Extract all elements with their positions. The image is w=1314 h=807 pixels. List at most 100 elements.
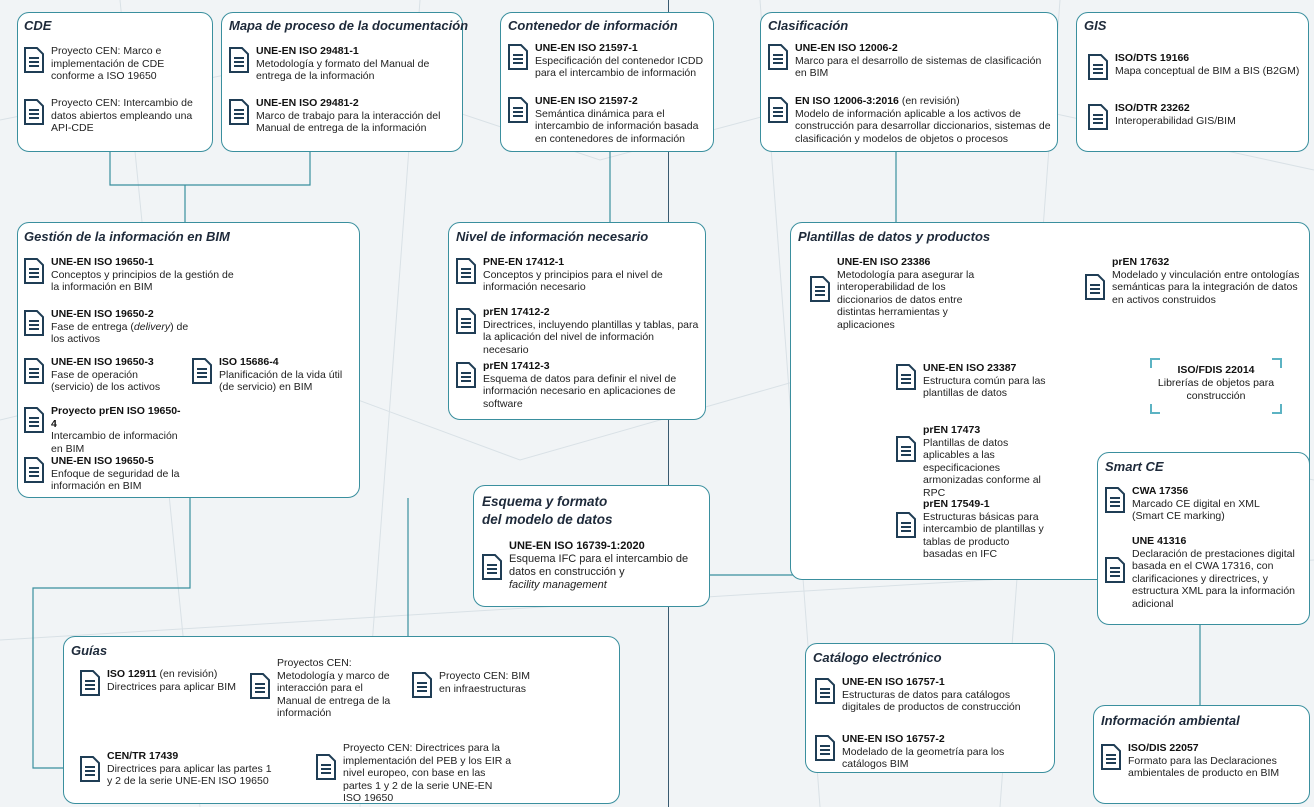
contenedor-item-2-code: UNE-EN ISO 21597-2 bbox=[535, 95, 638, 107]
document-icon bbox=[1105, 487, 1125, 513]
gestion-title: Gestión de la información en BIM bbox=[24, 229, 230, 244]
mapa-item-1-code: UNE-EN ISO 29481-1 bbox=[256, 45, 359, 57]
cde-title: CDE bbox=[24, 18, 52, 33]
document-icon bbox=[316, 754, 336, 780]
catalogo-item-1-code: UNE-EN ISO 16757-1 bbox=[842, 676, 945, 688]
ambiental-title: Información ambiental bbox=[1101, 713, 1240, 728]
gis-item-1-text: Mapa conceptual de BIM a BIS (B2GM) bbox=[1115, 64, 1300, 77]
plantillas-item-3-code: UNE-EN ISO 23387 bbox=[923, 362, 1017, 374]
catalogo-box bbox=[805, 643, 1055, 773]
cde-item-2-text: Proyecto CEN: Intercambio de datos abier… bbox=[51, 97, 193, 134]
cde-item-1-text: Proyecto CEN: Marco e implementación de … bbox=[51, 45, 165, 82]
document-icon bbox=[896, 512, 916, 538]
document-icon bbox=[815, 735, 835, 761]
document-icon bbox=[768, 44, 788, 70]
gestion-box bbox=[17, 222, 360, 498]
nivel-box bbox=[448, 222, 706, 420]
ambiental-item-1-code: ISO/DIS 22057 bbox=[1128, 742, 1199, 754]
document-icon bbox=[508, 44, 528, 70]
catalogo-item-2-text: Modelado de la geometría para los catálo… bbox=[842, 745, 1005, 771]
document-icon bbox=[24, 407, 44, 433]
mapa-item-2-text: Marco de trabajo para la interacción del… bbox=[256, 109, 441, 135]
gestion-item-3-code: UNE-EN ISO 19650-3 bbox=[51, 356, 154, 368]
smartce-item-1-code: CWA 17356 bbox=[1132, 485, 1189, 497]
document-icon bbox=[24, 47, 44, 73]
esquema-title-1: Esquema y formato bbox=[482, 494, 608, 509]
plantillas-item-5-code: prEN 17549-1 bbox=[923, 498, 990, 510]
gestion-item-5-code: UNE-EN ISO 19650-5 bbox=[51, 455, 154, 467]
nivel-item-1-text: Conceptos y principios para el nivel de … bbox=[483, 268, 663, 294]
plantillas-item-2-text: Modelado y vinculación entre ontologías … bbox=[1112, 268, 1300, 306]
document-icon bbox=[80, 756, 100, 782]
gestion-item-2-text-a: Fase de entrega ( bbox=[51, 320, 134, 333]
plantillas-item-2-code: prEN 17632 bbox=[1112, 256, 1170, 268]
document-icon bbox=[815, 678, 835, 704]
document-icon bbox=[508, 97, 528, 123]
document-icon bbox=[1088, 54, 1108, 80]
mapa-item-1-text: Metodología y formato del Manual de entr… bbox=[256, 57, 430, 83]
catalogo-item-2-code: UNE-EN ISO 16757-2 bbox=[842, 733, 945, 745]
gestion-item-2-text-b: ) de los activos bbox=[51, 320, 189, 346]
cde-item-2: Proyecto CEN: Intercambio de datos abier… bbox=[24, 97, 209, 135]
guias-title: Guías bbox=[71, 643, 108, 658]
smartce-item-2-text: Declaración de prestaciones digital basa… bbox=[1132, 547, 1296, 610]
smartce-item-1-text: Marcado CE digital en XML (Smart CE mark… bbox=[1132, 497, 1260, 523]
document-icon bbox=[768, 97, 788, 123]
clasificacion-item-2-status: (en revisión) bbox=[898, 95, 960, 107]
guias-item-3: Proyecto CEN: BIM en infraestructuras bbox=[412, 670, 542, 698]
document-icon bbox=[24, 258, 44, 284]
gestion-side-text: Planificación de la vida útil (de servic… bbox=[219, 368, 343, 394]
plantillas-title: Plantillas de datos y productos bbox=[798, 229, 991, 244]
guias-item-1-status: (en revisión) bbox=[156, 668, 218, 680]
document-icon bbox=[1105, 557, 1125, 583]
contenedor-item-1-code: UNE-EN ISO 21597-1 bbox=[535, 42, 638, 54]
gis-title: GIS bbox=[1084, 18, 1107, 33]
gestion-item-2-italic: delivery bbox=[133, 320, 171, 333]
plantillas-item-1-code: UNE-EN ISO 23386 bbox=[837, 256, 931, 268]
contenedor-item-1-text: Especificación del contenedor ICDD para … bbox=[535, 54, 704, 80]
clasificacion-item-2: EN ISO 12006-3:2016 (en revisión)Modelo … bbox=[768, 95, 1053, 145]
guias-item-2: Proyectos CEN: Metodología y marco de in… bbox=[250, 657, 395, 720]
contenedor-item-2-text: Semántica dinámica para el intercambio d… bbox=[535, 107, 699, 145]
catalogo-title: Catálogo electrónico bbox=[813, 650, 942, 665]
nivel-item-2-text: Directrices, incluyendo plantillas y tab… bbox=[483, 318, 699, 356]
nivel-item-2-code: prEN 17412-2 bbox=[483, 306, 550, 318]
clasificacion-item-1-text: Marco para el desarrollo de sistemas de … bbox=[795, 54, 1042, 80]
document-icon bbox=[24, 358, 44, 384]
gestion-item-5-text: Enfoque de seguridad de la información e… bbox=[51, 467, 180, 493]
guias-item-3-text: Proyecto CEN: BIM en infraestructuras bbox=[439, 670, 531, 695]
document-icon bbox=[24, 310, 44, 336]
plantillas-item-5-text: Estructuras básicas para intercambio de … bbox=[923, 510, 1044, 561]
nivel-item-3-text: Esquema de datos para definir el nivel d… bbox=[483, 372, 677, 410]
gestion-item-2-code: UNE-EN ISO 19650-2 bbox=[51, 308, 154, 320]
gestion-item-4-code: Proyecto prEN ISO 19650-4 bbox=[51, 405, 181, 430]
cde-item-1: Proyecto CEN: Marco e implementación de … bbox=[24, 45, 209, 83]
ambiental-box bbox=[1093, 705, 1310, 804]
gestion-item-1-code: UNE-EN ISO 19650-1 bbox=[51, 256, 154, 268]
gis-item-2-text: Interoperabilidad GIS/BIM bbox=[1115, 114, 1236, 127]
clasificacion-item-2-code: EN ISO 12006-3:2016 bbox=[795, 95, 899, 107]
document-icon bbox=[192, 358, 212, 384]
gestion-item-1-text: Conceptos y principios de la gestión de … bbox=[51, 268, 234, 294]
document-icon bbox=[1085, 274, 1105, 300]
document-icon bbox=[456, 308, 476, 334]
mapa-title: Mapa de proceso de la documentación bbox=[229, 18, 469, 33]
contenedor-title: Contenedor de información bbox=[508, 18, 678, 33]
fdis-text: Librerías de objetos para construcción bbox=[1157, 377, 1275, 402]
